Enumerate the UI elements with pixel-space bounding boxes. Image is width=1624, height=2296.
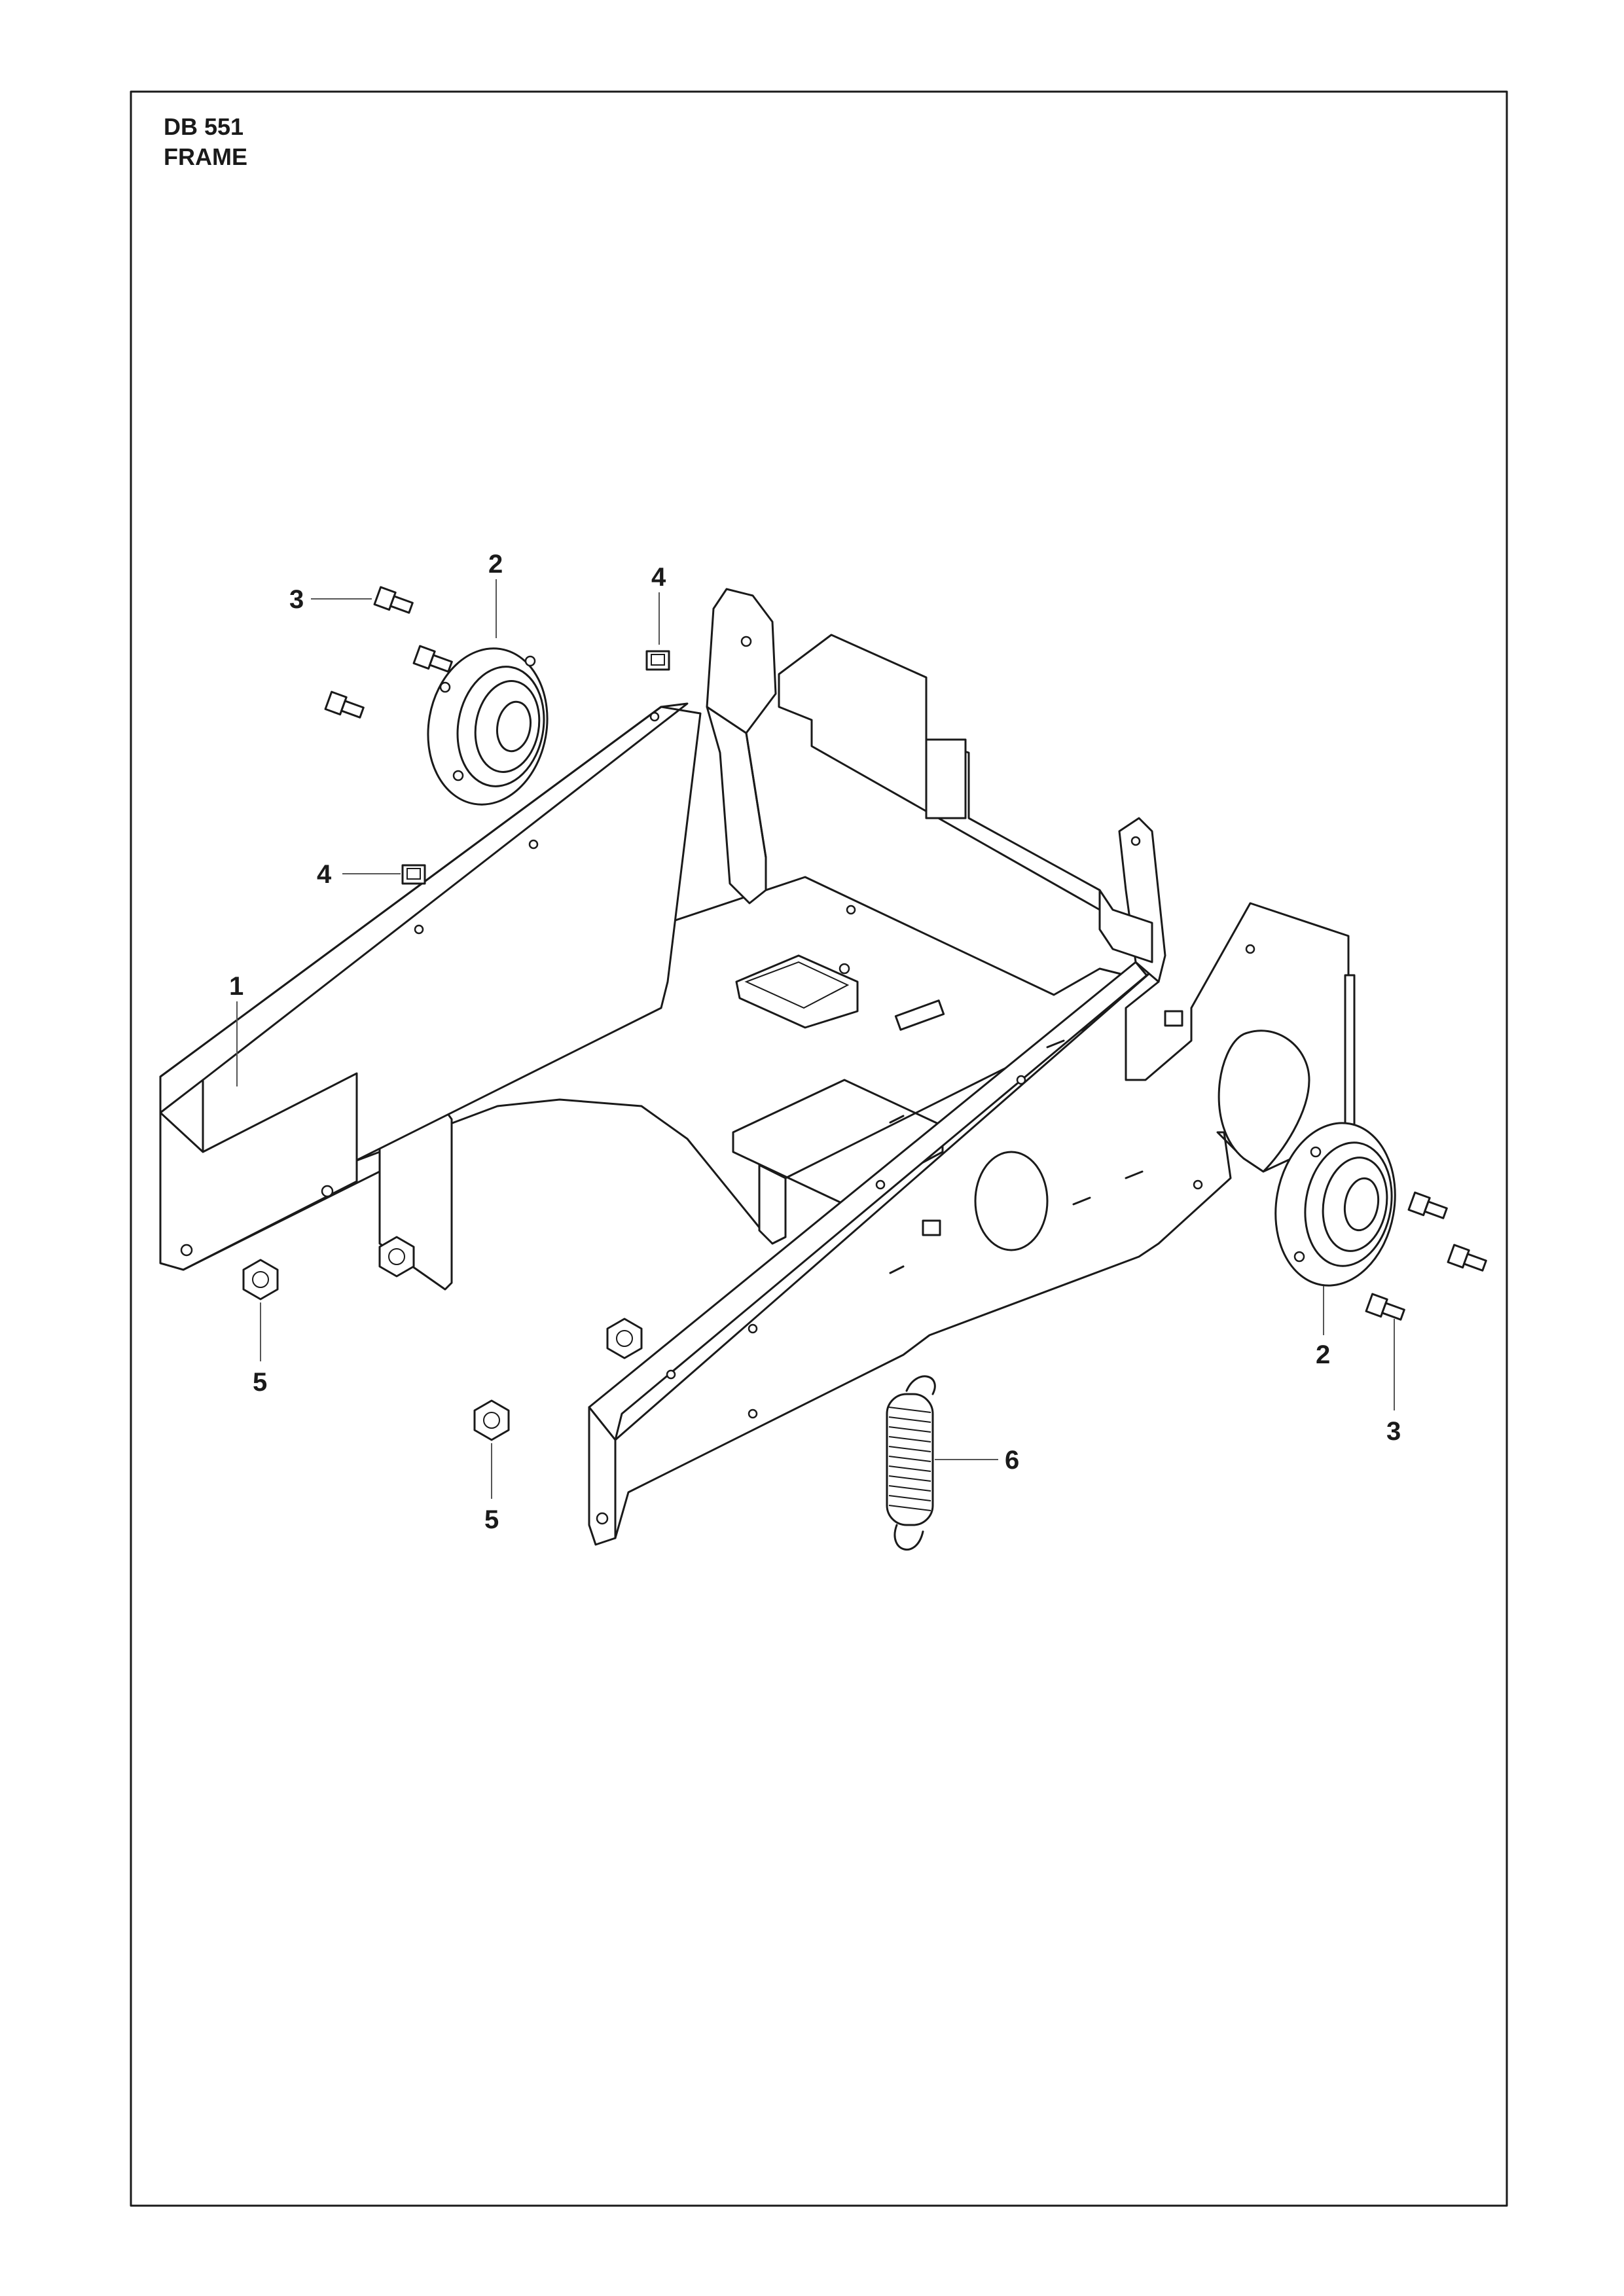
hole	[1130, 836, 1141, 846]
callout-2-left: 2	[488, 550, 503, 579]
hole	[321, 1185, 334, 1198]
hole	[1245, 944, 1255, 954]
hole	[748, 1408, 758, 1419]
hole	[666, 1369, 676, 1380]
tension-spring	[886, 1375, 936, 1551]
cage-nut-clip	[922, 1219, 941, 1236]
hex-nuts	[242, 1236, 643, 1441]
hex-nut-2	[378, 1236, 415, 1278]
hole	[839, 963, 850, 975]
bearing-flange-right	[1274, 1122, 1396, 1287]
screw-right-1	[1407, 1191, 1448, 1219]
frame-right-cutout-mid	[974, 1151, 1049, 1251]
hole	[414, 924, 424, 935]
frame-right-rail-end	[588, 1406, 617, 1546]
hole	[1193, 1179, 1203, 1190]
frame-rect-cutout	[732, 1079, 944, 1206]
cage-nut-clip	[1164, 1010, 1183, 1027]
slot	[1072, 1196, 1091, 1206]
page-border	[130, 90, 1508, 2207]
leader-lines	[236, 579, 1395, 1499]
frame-right-upright	[1118, 817, 1166, 983]
callout-6: 6	[1005, 1446, 1019, 1475]
screw-left-1	[373, 586, 414, 614]
callout-labels: 3 2 4 4 1 5 5 6 2 3	[229, 550, 1401, 1534]
frame-left-rail-flange	[159, 702, 689, 1114]
screw-left-2	[412, 645, 453, 673]
callout-3-right: 3	[1386, 1417, 1401, 1446]
frame-right-cutout-large	[1218, 1030, 1310, 1173]
callout-2-right: 2	[1316, 1340, 1330, 1369]
hex-nut-1	[242, 1259, 279, 1300]
callout-5-left: 5	[253, 1368, 267, 1397]
frame-left-side-plate-face	[159, 1072, 358, 1271]
hole	[180, 1244, 193, 1257]
slot	[889, 1115, 905, 1124]
screw-right-2	[1447, 1244, 1487, 1272]
callout-4-top: 4	[651, 563, 666, 592]
screw-right-3	[1365, 1293, 1405, 1321]
hole	[649, 711, 660, 722]
hole	[740, 636, 752, 647]
cage-nuts	[401, 650, 670, 885]
callout-3-left: 3	[289, 585, 304, 614]
hole	[596, 1512, 609, 1525]
hole	[528, 839, 539, 850]
frame-rear-bracket	[925, 738, 967, 819]
hex-nut-4	[473, 1399, 510, 1441]
slot	[889, 1265, 905, 1274]
frame-front-lip-right	[758, 1164, 787, 1245]
frame-assembly	[159, 588, 1356, 1546]
slot	[1125, 1170, 1144, 1179]
callout-5-center: 5	[484, 1505, 499, 1534]
callout-4-left: 4	[317, 860, 332, 889]
frame-upright-edge	[745, 732, 767, 859]
frame-upright-top	[706, 588, 777, 734]
hole	[1016, 1075, 1026, 1085]
screw-left-3	[324, 691, 365, 719]
bearing-flange-left	[427, 647, 549, 806]
frame-right-upright-bracket	[1098, 889, 1153, 963]
hole	[846, 905, 856, 915]
hole	[875, 1179, 886, 1190]
frame-square-cutout	[735, 954, 859, 1029]
frame-slot	[894, 999, 945, 1031]
frame-square-cutout-inner	[744, 961, 850, 1009]
diagram-title: FRAME	[164, 143, 247, 170]
hex-nut-3	[606, 1318, 643, 1359]
slot	[1046, 1039, 1065, 1049]
frame-right-rear-edge	[1344, 974, 1356, 1127]
diagram-code: DB 551	[164, 113, 244, 140]
callout-1: 1	[229, 972, 244, 1001]
hole	[748, 1323, 758, 1334]
screws	[324, 586, 1487, 1321]
